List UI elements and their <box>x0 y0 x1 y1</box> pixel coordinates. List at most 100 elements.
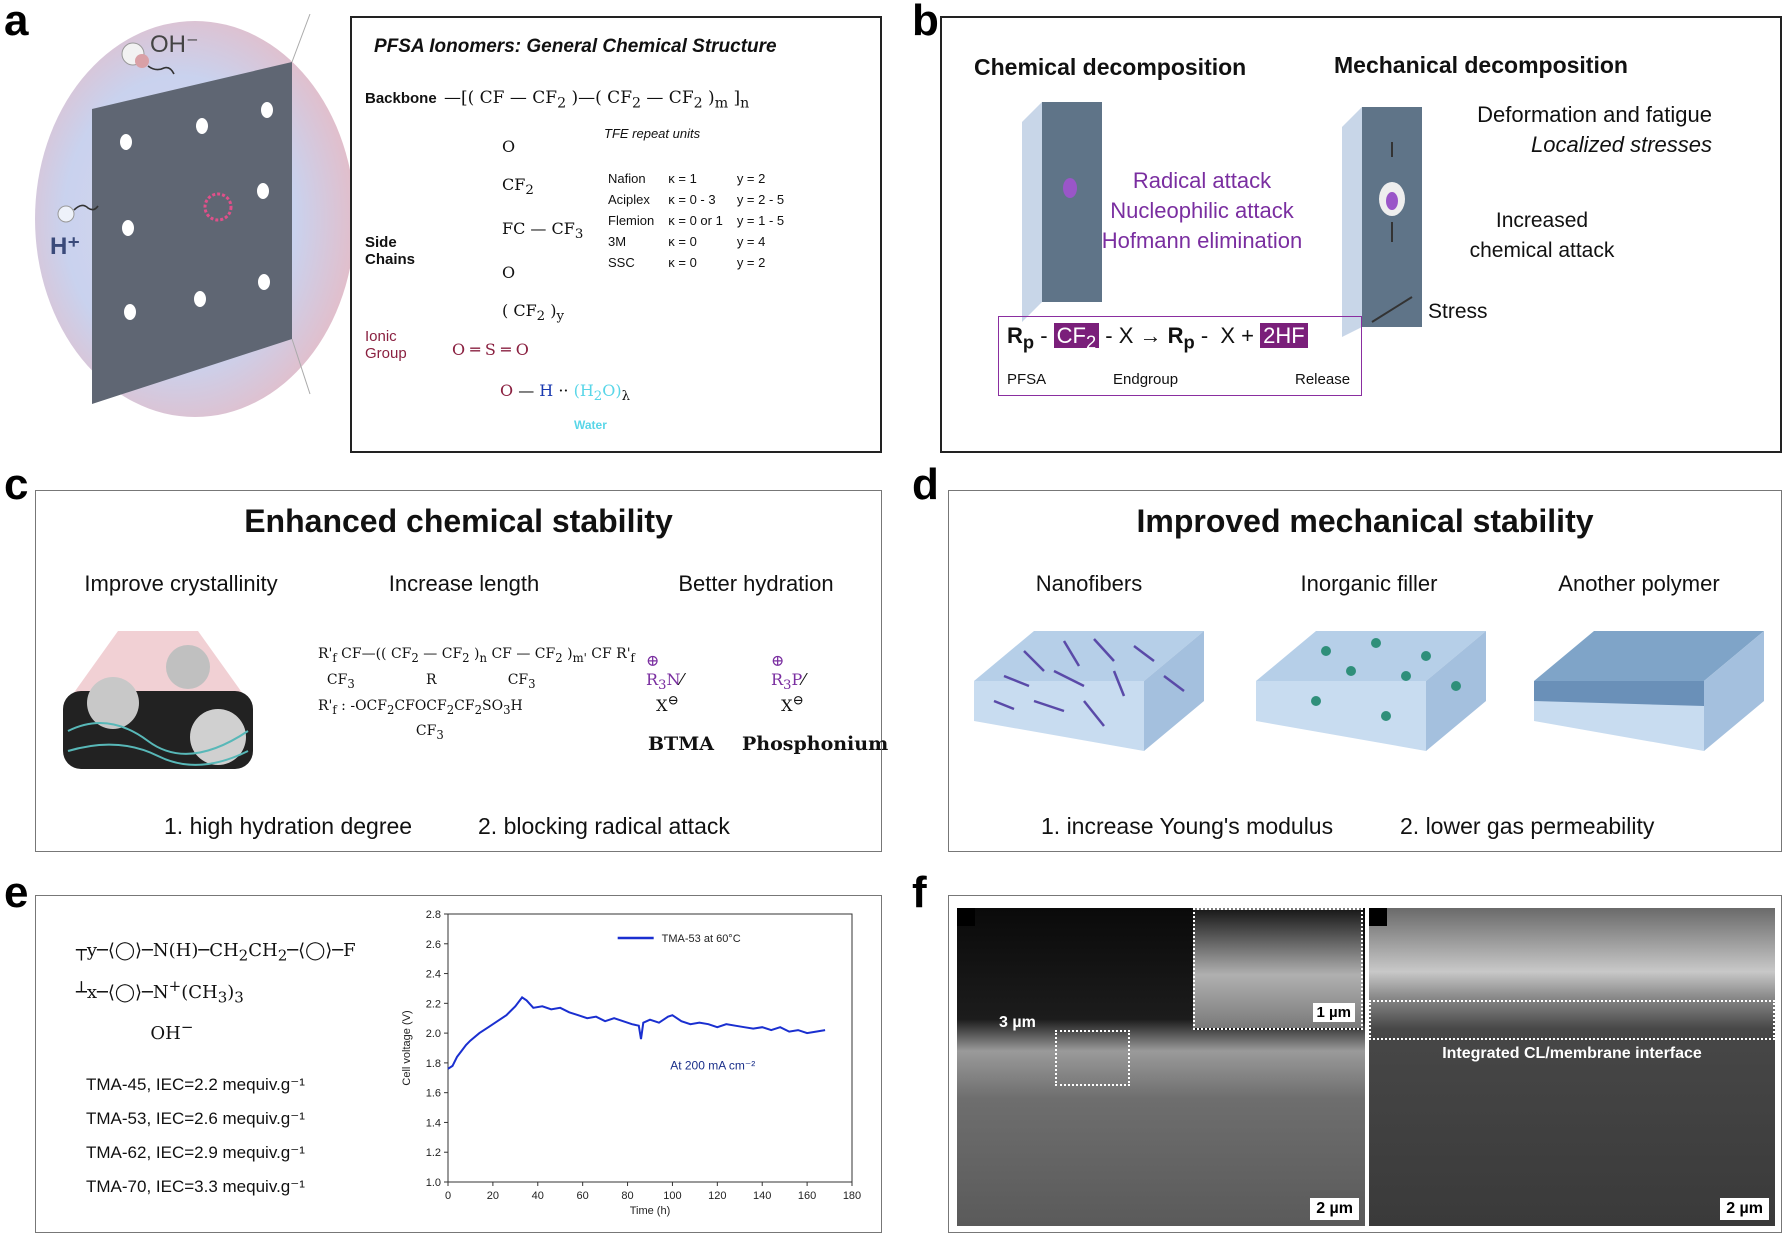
phosphonium-structure: ⊕R3P⁄ X⊖ <box>771 651 805 715</box>
c-col-3: Better hydration <box>678 571 834 596</box>
x-tick-label: 180 <box>843 1190 861 1202</box>
backbone-label: Backbone <box>365 90 437 107</box>
pfsa-table-cell: 3M <box>608 234 627 249</box>
pfsa-table-cell: κ = 0 - 3 <box>668 192 716 207</box>
x-tick-label: 140 <box>753 1190 771 1202</box>
panel-label-f: f <box>912 868 927 917</box>
mechanical-illustrations <box>974 631 1764 751</box>
sem-image-left: 1 µm 3 µm 2 µm <box>957 908 1365 1226</box>
water-label: Water <box>574 418 607 432</box>
y-tick-label: 2.8 <box>426 909 441 921</box>
iec-line-3: TMA-62, IEC=2.9 mequiv.g⁻¹ <box>86 1143 305 1162</box>
increase-length-formula: R'f CF—(( CF2 — CF2 )n CF — CF2 )m' CF R… <box>318 646 635 743</box>
iec-line-1: TMA-45, IEC=2.2 mequiv.g⁻¹ <box>86 1075 305 1094</box>
x-axis-label: Time (h) <box>630 1205 671 1217</box>
pfsa-label: PFSA <box>1007 371 1047 388</box>
x-tick-label: 40 <box>532 1190 544 1202</box>
c-foot-1: 1. high hydration degree <box>164 813 413 839</box>
panel-d-box: Improved mechanical stability Nanofibers… <box>948 490 1782 852</box>
panel-label-b: b <box>912 0 939 45</box>
crystallinity-illustration <box>63 631 253 769</box>
y-tick-label: 1.0 <box>426 1177 441 1189</box>
phosphonium-label: Phosphonium <box>742 733 889 755</box>
y-tick-label: 1.2 <box>426 1147 441 1159</box>
y-axis-label: Cell voltage (V) <box>401 1010 413 1085</box>
plot-frame <box>447 913 853 1183</box>
increased-label: Increased <box>1495 209 1589 232</box>
x-tick-label: 60 <box>577 1190 589 1202</box>
endgroup-label: Endgroup <box>1113 371 1179 388</box>
c-foot-2: 2. blocking radical attack <box>478 813 730 839</box>
panel-label-c: c <box>4 460 29 509</box>
y-tick-label: 1.8 <box>426 1058 441 1070</box>
pfsa-title: PFSA Ionomers: General Chemical Structur… <box>374 36 777 57</box>
sem-inset: 1 µm <box>1193 908 1363 1030</box>
x-tick-label: 120 <box>708 1190 726 1202</box>
sem-image-right: Integrated CL/membrane interface 2 µm <box>1369 908 1775 1226</box>
y-tick-label: 1.4 <box>426 1117 441 1129</box>
pfsa-table-cell: y = 2 - 5 <box>736 192 785 207</box>
pfsa-table-cell: κ = 0 or 1 <box>668 213 723 228</box>
radical-attack: Radical attack <box>1132 168 1272 193</box>
chart-annotation: At 200 mA cm⁻² <box>670 1058 755 1072</box>
hofmann-elimination: Hofmann elimination <box>1101 228 1303 253</box>
pfsa-table-cell: y = 2 <box>736 171 766 186</box>
filler-slab <box>1256 631 1486 751</box>
pfsa-table: Nafion κ = 1 y = 2 Aciplex κ = 0 - 3 y = 2 - … <box>608 168 784 273</box>
legend-label: TMA-53 at 60°C <box>662 933 741 945</box>
y-tick-label: 2.6 <box>426 939 441 951</box>
thickness-3um: 3 µm <box>999 1014 1036 1031</box>
panel-c-title: Enhanced chemical stability <box>244 503 673 539</box>
pfsa-table-cell: Nafion <box>608 171 646 186</box>
reaction-equation: Rp - CF2 - X → Rp - X + 2HF <box>1007 323 1308 353</box>
d-foot-2: 2. lower gas permeability <box>1400 813 1655 839</box>
ionic-group-label: Ionic Group <box>365 328 407 362</box>
y-tick-label: 1.6 <box>426 1088 441 1100</box>
polymer-slab <box>1534 631 1764 751</box>
panel-label-a: a <box>4 0 29 45</box>
pfsa-table-cell: κ = 0 <box>668 234 697 249</box>
c-col-1: Improve crystallinity <box>84 571 278 596</box>
membrane-illustration <box>35 14 350 417</box>
panel-label-d: d <box>912 460 939 509</box>
x-tick-label: 80 <box>621 1190 633 1202</box>
pfsa-table-row: Aciplex κ = 0 - 3 y = 2 - 5 <box>608 189 784 210</box>
panel-f-box: 1 µm 3 µm 2 µm Integrated CL/membrane in… <box>948 895 1782 1233</box>
chemical-attack-label: chemical attack <box>1469 239 1615 262</box>
chem-membrane <box>1022 102 1102 322</box>
tfe-label: TFE repeat units <box>604 126 701 141</box>
panel-e-box: ┬y─⟨◯⟩─N(H)─CH2CH2─⟨◯⟩─F ┴x─⟨◯⟩─N+(CH3)3… <box>35 895 882 1233</box>
series-line <box>447 996 826 1070</box>
nucleophilic-attack: Nucleophilic attack <box>1110 198 1294 223</box>
x-tick-label: 20 <box>487 1190 499 1202</box>
oh-label: OH⁻ <box>150 31 199 58</box>
y-tick-label: 2.0 <box>426 1028 441 1040</box>
pfsa-table-cell: y = 2 <box>736 255 766 270</box>
pfsa-table-cell: y = 4 <box>736 234 766 249</box>
backbone-formula: —[( CF — CF2 )—( CF2 — CF2 )m ]n <box>444 88 750 112</box>
y-tick-label: 2.4 <box>426 969 441 981</box>
panel-c-box: Enhanced chemical stability Improve crys… <box>35 490 888 852</box>
chem-decomp-title: Chemical decomposition <box>974 54 1247 80</box>
tma-structure: ┬y─⟨◯⟩─N(H)─CH2CH2─⟨◯⟩─F ┴x─⟨◯⟩─N+(CH3)3… <box>76 940 356 1045</box>
x-tick-label: 0 <box>445 1190 451 1202</box>
iec-line-4: TMA-70, IEC=3.3 mequiv.g⁻¹ <box>86 1177 305 1196</box>
pfsa-table-cell: Aciplex <box>608 192 650 207</box>
panel-d-title: Improved mechanical stability <box>1136 503 1594 539</box>
acid-formula: O — H ·· (H2O)λ <box>500 381 631 405</box>
pfsa-table-cell: κ = 1 <box>668 171 697 186</box>
panel-label-e: e <box>4 868 29 917</box>
mech-decomp-title: Mechanical decomposition <box>1334 52 1628 78</box>
pfsa-table-cell: κ = 0 <box>668 255 697 270</box>
iec-line-2: TMA-53, IEC=2.6 mequiv.g⁻¹ <box>86 1109 305 1128</box>
nanofiber-slab <box>974 631 1204 751</box>
c-col-2: Increase length <box>388 571 540 596</box>
sulfonyl-formula: O ═ S ═ O <box>452 340 529 359</box>
btma-label: BTMA <box>648 733 714 755</box>
d-col-1: Nanofibers <box>1035 571 1143 596</box>
scale-2um-right: 2 µm <box>1720 1198 1769 1220</box>
